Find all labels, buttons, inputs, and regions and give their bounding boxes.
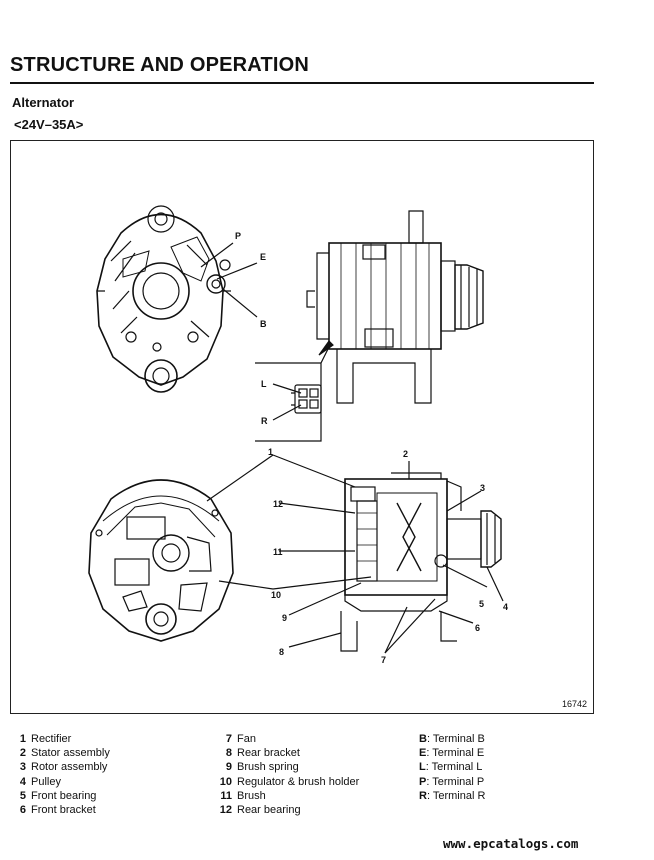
callout-11: 11 bbox=[273, 547, 283, 557]
internal-view-drawing bbox=[88, 479, 234, 642]
leader-e bbox=[216, 262, 258, 280]
title-rule bbox=[10, 82, 594, 84]
callout-12: 12 bbox=[273, 499, 283, 509]
section-title: Alternator bbox=[12, 95, 75, 110]
callout-b: B bbox=[260, 319, 267, 329]
figure-number: 16742 bbox=[561, 699, 587, 709]
cross-section-drawing bbox=[340, 472, 502, 652]
callout-6: 6 bbox=[475, 623, 480, 633]
alternator-figure: P E B L R 1 2 3 4 5 6 7 8 9 10 11 12 167… bbox=[10, 140, 594, 714]
callout-e: E bbox=[260, 252, 266, 262]
rear-view-drawing bbox=[96, 205, 231, 393]
callout-1: 1 bbox=[268, 447, 273, 457]
legend-terminal: L: Terminal L bbox=[419, 761, 483, 774]
legend-terminal: P: Terminal P bbox=[419, 775, 485, 788]
callout-3: 3 bbox=[480, 483, 485, 493]
callout-l: L bbox=[261, 379, 267, 389]
side-view-drawing bbox=[306, 210, 484, 404]
leader-l bbox=[272, 383, 302, 394]
cross-section-leaders bbox=[206, 454, 504, 654]
callout-7: 7 bbox=[381, 655, 386, 665]
legend-terminal: R: Terminal R bbox=[419, 789, 486, 802]
section-subtitle: <24V–35A> bbox=[14, 117, 84, 132]
callout-5: 5 bbox=[479, 599, 484, 609]
alternator-drawing: P E B L R 1 2 3 4 5 6 7 8 9 10 11 12 bbox=[88, 205, 508, 665]
callout-9: 9 bbox=[282, 613, 287, 623]
callout-2: 2 bbox=[403, 449, 408, 459]
leader-b bbox=[222, 288, 258, 318]
connector-inset bbox=[255, 340, 334, 442]
callout-10: 10 bbox=[271, 590, 281, 600]
legend-terminal: E: Terminal E bbox=[419, 747, 485, 760]
callout-p: P bbox=[235, 231, 241, 241]
callout-4: 4 bbox=[503, 602, 508, 612]
legend-terminal: B: Terminal B bbox=[419, 733, 485, 745]
watermark-link[interactable]: www.epcatalogs.com bbox=[443, 836, 579, 851]
callout-r: R bbox=[261, 416, 268, 426]
page-title: STRUCTURE AND OPERATION bbox=[10, 54, 310, 76]
leader-r bbox=[272, 404, 302, 421]
legend-terminals: B: Terminal B E: Terminal E L: Terminal … bbox=[419, 732, 485, 803]
callout-8: 8 bbox=[279, 647, 284, 657]
leader-p bbox=[200, 242, 234, 268]
